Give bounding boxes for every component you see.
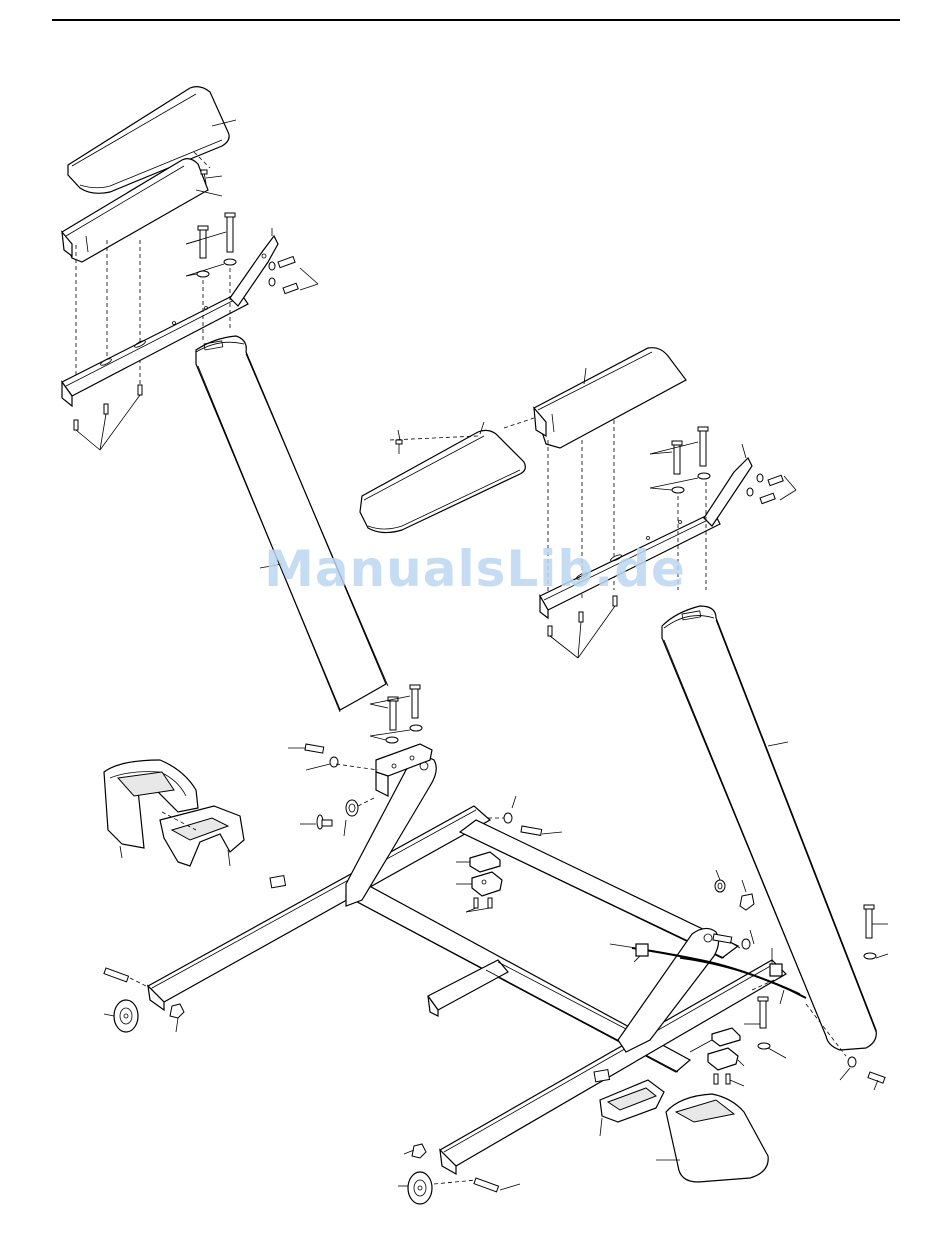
left-front-cover	[160, 806, 244, 866]
watermark: ManualsLib.de	[0, 540, 950, 598]
frame-bolt-left	[488, 796, 562, 835]
screw-2	[396, 440, 402, 454]
right-handrail-bracket	[704, 444, 752, 526]
right-base-cover	[656, 1094, 768, 1182]
right-handrail-cap	[360, 422, 525, 533]
left-rail-bottom-screws	[74, 385, 142, 450]
center-bracket-lower	[690, 1028, 744, 1086]
left-mount-bracket	[346, 744, 436, 906]
warning-label-right	[594, 1070, 610, 1082]
left-rail-side-screws	[269, 257, 318, 294]
right-rail-side-screws	[747, 474, 796, 504]
warning-label-left	[270, 876, 286, 888]
right-front-cover	[600, 1080, 664, 1136]
center-bracket-upper	[456, 852, 502, 912]
left-upright	[196, 336, 388, 712]
right-handrail-cover	[534, 348, 686, 448]
